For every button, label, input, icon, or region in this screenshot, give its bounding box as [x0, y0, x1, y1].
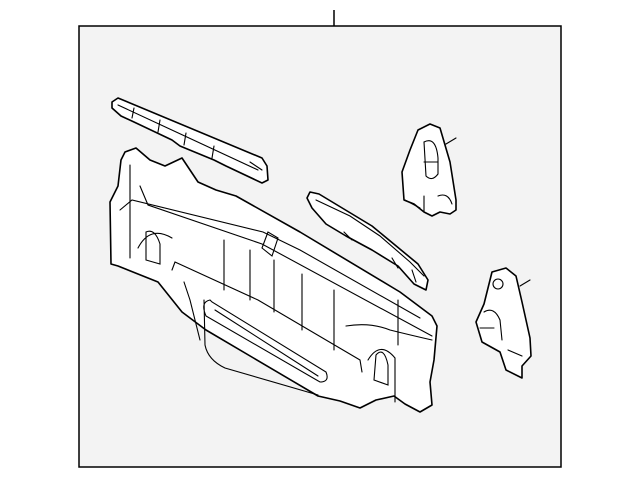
- upper-bracket: [401, 123, 457, 217]
- lower-bracket: [475, 267, 532, 379]
- center-rail: [306, 191, 429, 291]
- rear-panel: [109, 147, 438, 413]
- upper-rail: [111, 97, 269, 184]
